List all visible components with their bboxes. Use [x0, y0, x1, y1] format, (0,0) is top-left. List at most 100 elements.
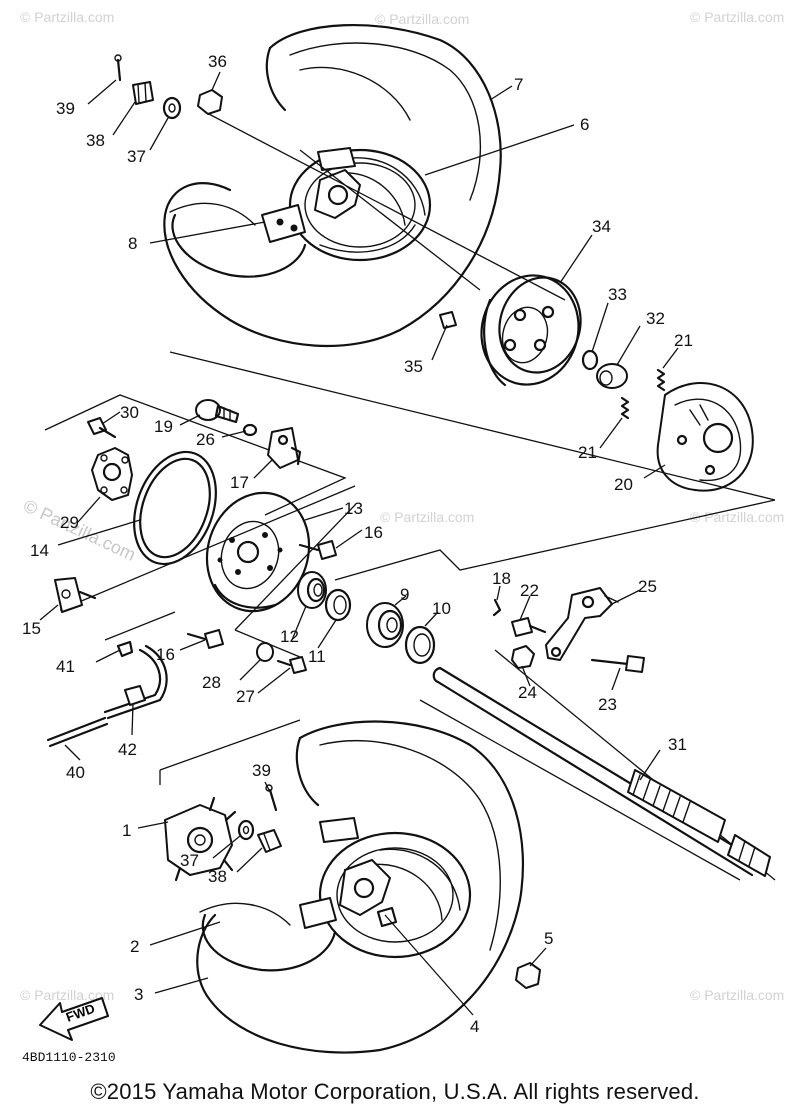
- clip-18[interactable]: [492, 598, 502, 617]
- callout-16-upper[interactable]: 16: [364, 523, 383, 542]
- cotter-pin-39[interactable]: [114, 54, 122, 82]
- callout-36[interactable]: 36: [208, 52, 227, 71]
- tire-3-shape: [196, 720, 525, 1054]
- bolt-16-upper[interactable]: [298, 540, 337, 560]
- bolt-23[interactable]: [590, 655, 645, 673]
- callout-6[interactable]: 6: [580, 115, 589, 134]
- callout-29[interactable]: 29: [60, 513, 79, 532]
- collar-32[interactable]: [596, 363, 628, 389]
- seal-11[interactable]: [324, 588, 352, 622]
- nut-36[interactable]: [197, 89, 223, 115]
- callout-33[interactable]: 33: [608, 285, 627, 304]
- callout-17[interactable]: 17: [230, 473, 249, 492]
- brake-shoe-20[interactable]: [656, 381, 754, 492]
- callout-3[interactable]: 3: [134, 985, 143, 1004]
- pin-22[interactable]: [511, 617, 547, 637]
- nut-24[interactable]: [511, 645, 535, 669]
- callout-13[interactable]: 13: [344, 499, 363, 518]
- callout-18[interactable]: 18: [492, 569, 511, 588]
- callout-35[interactable]: 35: [404, 357, 423, 376]
- stud-4[interactable]: [376, 906, 398, 928]
- callout-24[interactable]: 24: [518, 683, 537, 702]
- rear-axle-31[interactable]: [432, 666, 771, 877]
- callout-4[interactable]: 4: [470, 1017, 479, 1036]
- bolt-35[interactable]: [439, 311, 457, 329]
- nut-5[interactable]: [515, 962, 541, 989]
- castle-nut-38-lower[interactable]: [257, 829, 282, 853]
- callout-23[interactable]: 23: [598, 695, 617, 714]
- brake-drum-34[interactable]: [469, 264, 591, 395]
- callout-38[interactable]: 38: [86, 131, 105, 150]
- collar-28[interactable]: [256, 642, 274, 662]
- damper-15[interactable]: [54, 577, 97, 613]
- caliper-17[interactable]: [267, 427, 302, 469]
- callout-9[interactable]: 9: [400, 585, 409, 604]
- watermark-text: © Partzilla.com: [690, 509, 784, 525]
- rim-2-shape: [318, 831, 472, 959]
- washer-37[interactable]: [162, 96, 182, 120]
- callout-41[interactable]: 41: [56, 657, 75, 676]
- hub-1[interactable]: [164, 796, 237, 882]
- callout-39[interactable]: 39: [56, 99, 75, 118]
- oil-seal-14[interactable]: [119, 441, 230, 576]
- callout-22[interactable]: 22: [520, 581, 539, 600]
- callout-37[interactable]: 37: [127, 147, 146, 166]
- callout-labels: 39 38 37 36 7 6 8 34 35 33 32 21 21 20 3…: [22, 52, 693, 1036]
- clip-41[interactable]: [116, 640, 134, 658]
- callout-28[interactable]: 28: [202, 673, 221, 692]
- watermark-text: © Partzilla.com: [20, 987, 114, 1003]
- callout-32[interactable]: 32: [646, 309, 665, 328]
- callout-27[interactable]: 27: [236, 687, 255, 706]
- washer-37-lower[interactable]: [237, 819, 255, 841]
- bolt-30[interactable]: [87, 417, 117, 439]
- castle-nut-38[interactable]: [132, 81, 154, 105]
- callout-31[interactable]: 31: [668, 735, 687, 754]
- rim-6-shape: [288, 148, 432, 262]
- callout-26[interactable]: 26: [196, 430, 215, 449]
- callout-11[interactable]: 11: [308, 647, 326, 666]
- callout-25[interactable]: 25: [638, 577, 657, 596]
- cam-arm-25[interactable]: [545, 587, 619, 661]
- callout-40[interactable]: 40: [66, 763, 85, 782]
- breather-hose-42[interactable]: [103, 644, 168, 720]
- bearing-9[interactable]: [366, 602, 404, 648]
- spring-21-lower[interactable]: [620, 396, 630, 420]
- callout-10[interactable]: 10: [432, 599, 451, 618]
- bearing-12[interactable]: [297, 571, 327, 609]
- callout-8[interactable]: 8: [128, 234, 137, 253]
- callout-39-lower[interactable]: 39: [252, 761, 271, 780]
- flange-plate-29[interactable]: [91, 447, 133, 501]
- callout-21-lower[interactable]: 21: [578, 443, 597, 462]
- callout-21-upper[interactable]: 21: [674, 331, 693, 350]
- callout-19[interactable]: 19: [154, 417, 173, 436]
- watermark-text: © Partzilla.com: [20, 9, 114, 25]
- seal-10[interactable]: [404, 625, 436, 665]
- callout-5[interactable]: 5: [544, 929, 553, 948]
- washer-26[interactable]: [242, 423, 258, 437]
- callout-38-lower[interactable]: 38: [208, 867, 227, 886]
- callout-2[interactable]: 2: [130, 937, 139, 956]
- callout-37-lower[interactable]: 37: [180, 851, 199, 870]
- brake-disc-13[interactable]: [192, 479, 324, 624]
- callout-34[interactable]: 34: [592, 217, 611, 236]
- o-ring-33[interactable]: [581, 349, 599, 371]
- spring-21-upper[interactable]: [656, 368, 666, 392]
- drawing-code: 4BD1110-2310: [22, 1050, 116, 1065]
- callout-7[interactable]: 7: [514, 75, 523, 94]
- callout-20[interactable]: 20: [614, 475, 633, 494]
- cotter-pin-39-lower[interactable]: [265, 784, 278, 812]
- bolt-16-lower[interactable]: [186, 629, 224, 649]
- callout-15[interactable]: 15: [22, 619, 41, 638]
- pipe-40[interactable]: [46, 716, 109, 748]
- watermark-text: © Partzilla.com: [375, 11, 469, 27]
- callout-16-lower[interactable]: 16: [156, 645, 175, 664]
- bolt-27[interactable]: [276, 656, 307, 674]
- watermark-text: © Partzilla.com: [380, 509, 474, 525]
- callout-42[interactable]: 42: [118, 740, 137, 759]
- bolt-19[interactable]: [195, 399, 240, 424]
- callout-30[interactable]: 30: [120, 403, 139, 422]
- callout-12[interactable]: 12: [280, 627, 299, 646]
- callout-14[interactable]: 14: [30, 541, 49, 560]
- callout-1[interactable]: 1: [122, 821, 131, 840]
